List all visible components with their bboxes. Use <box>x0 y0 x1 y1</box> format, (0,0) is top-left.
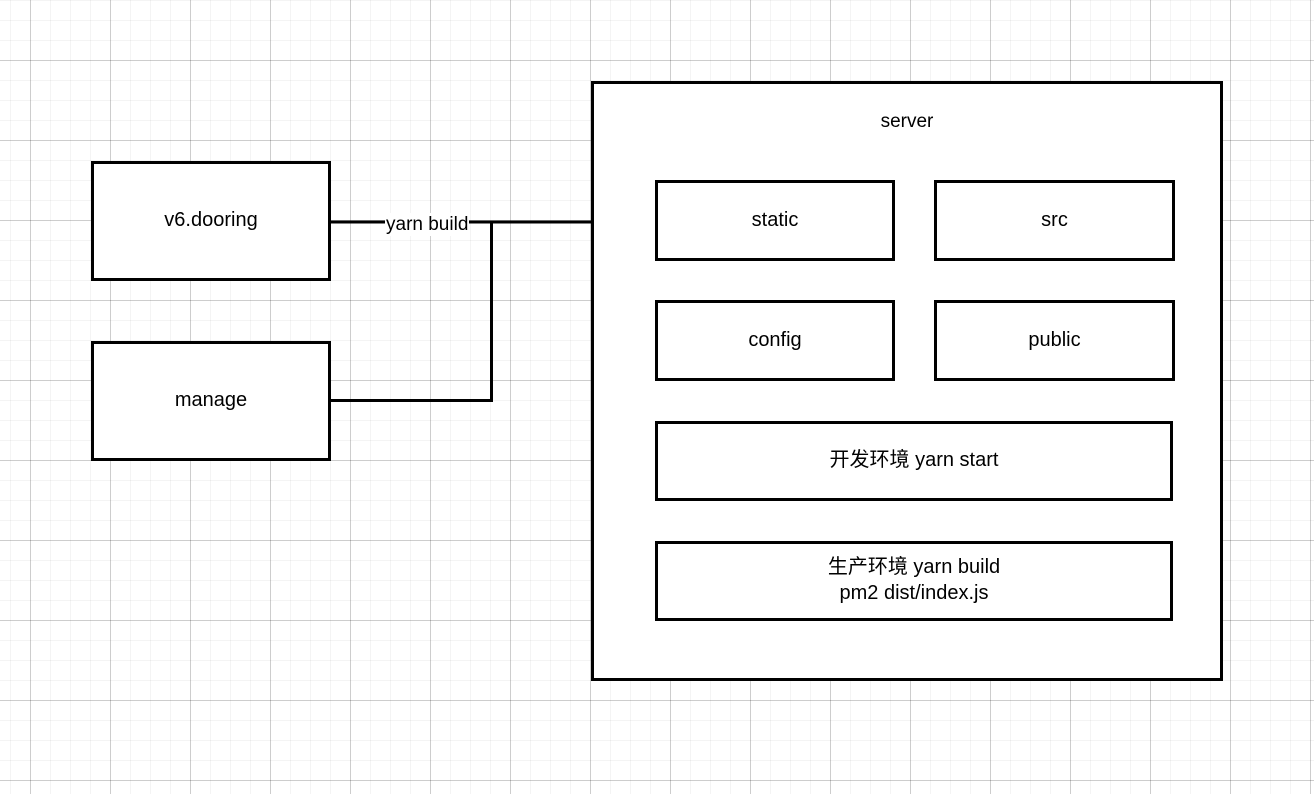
node-manage[interactable]: manage <box>91 341 331 461</box>
node-config[interactable]: config <box>655 300 895 381</box>
node-static[interactable]: static <box>655 180 895 261</box>
node-prod-command[interactable]: 生产环境 yarn build pm2 dist/index.js <box>655 541 1173 621</box>
node-dev-command[interactable]: 开发环境 yarn start <box>655 421 1173 501</box>
edge-label-yarn-build: yarn build <box>385 213 470 236</box>
container-server-title: server <box>880 111 934 132</box>
node-src[interactable]: src <box>934 180 1175 261</box>
node-v6-dooring[interactable]: v6.dooring <box>91 161 331 281</box>
node-public[interactable]: public <box>934 300 1175 381</box>
